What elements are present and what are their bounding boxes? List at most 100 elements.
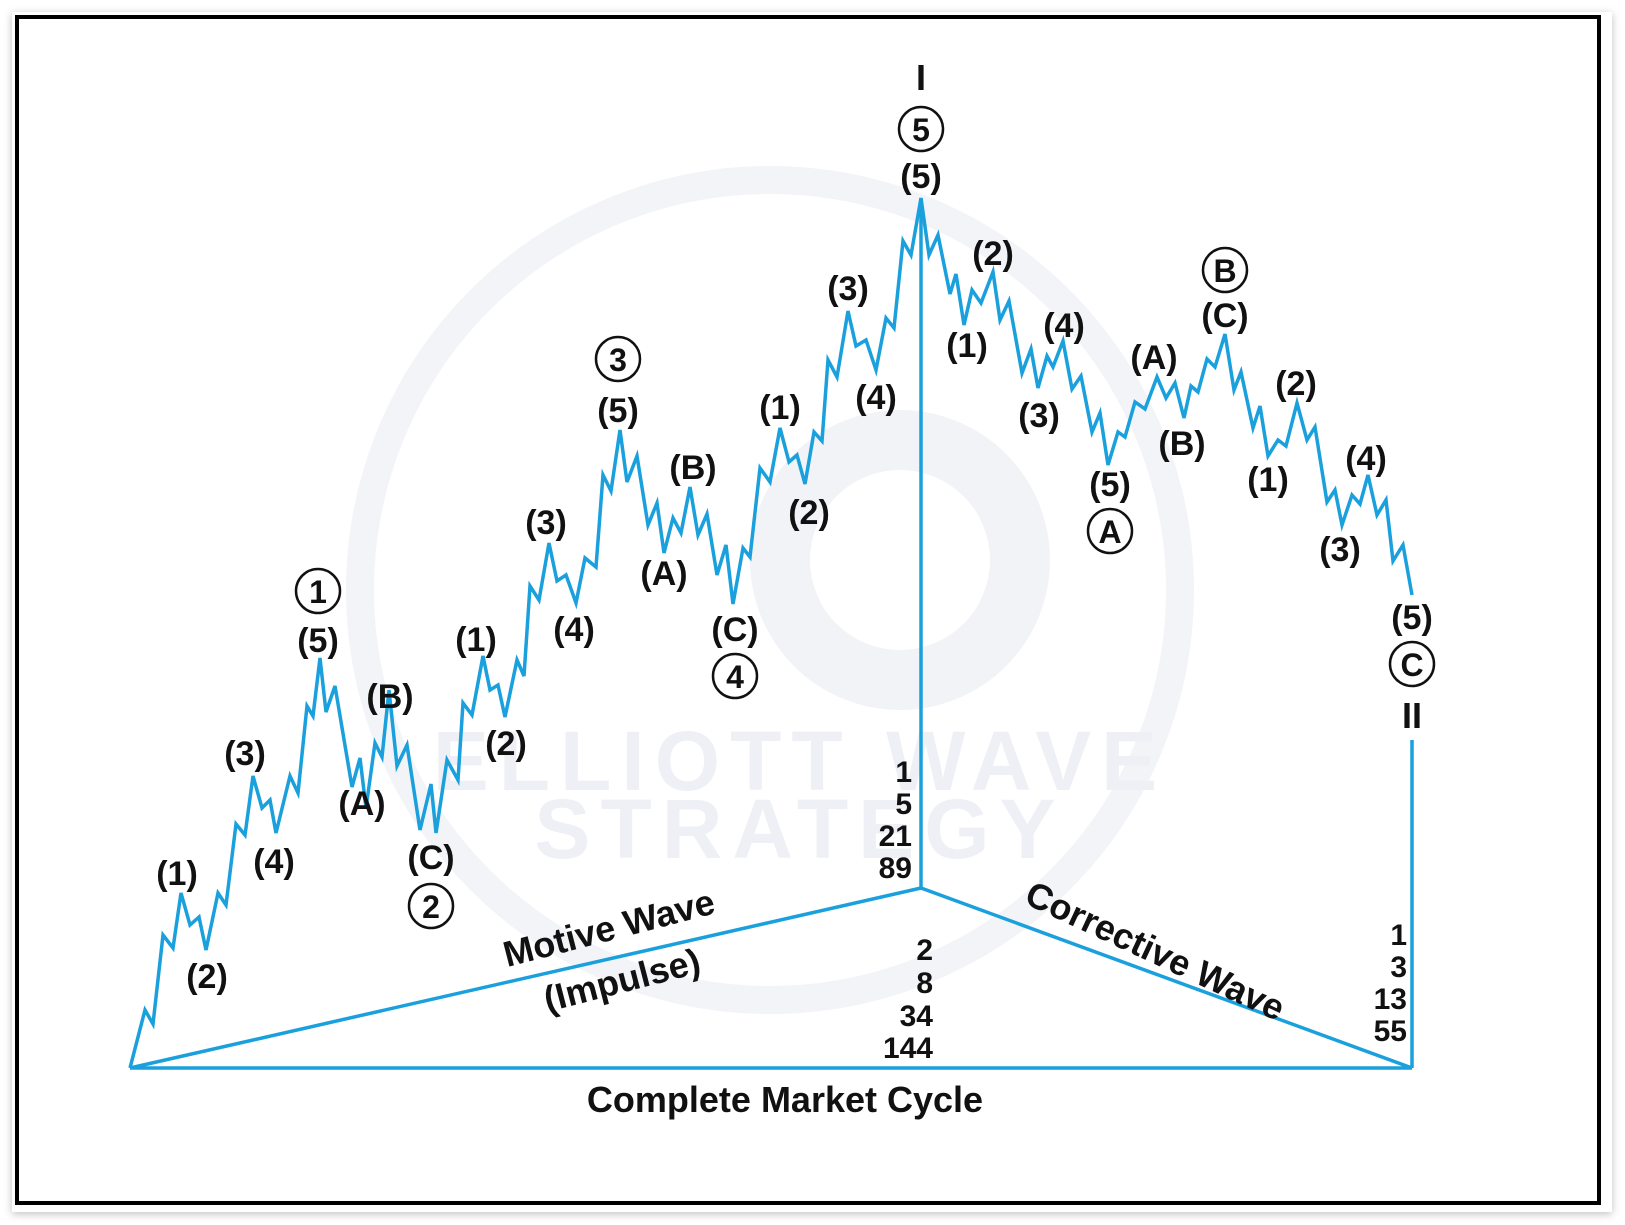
wave-label-text: (C) xyxy=(407,839,454,877)
wave-label-text: A xyxy=(1098,514,1121,550)
wave-label: (A) xyxy=(338,785,385,823)
wave-label-text: (2) xyxy=(972,235,1014,273)
wave-label-text: (B) xyxy=(1158,425,1205,463)
label-circle xyxy=(711,652,759,700)
wave-label: (A) xyxy=(1130,339,1177,377)
watermark: ELLIOTT WAVE STRATEGY xyxy=(346,166,1194,1014)
wave-label: (2) xyxy=(186,958,228,996)
wave-label: (3) xyxy=(1018,397,1060,435)
corrective-wave-label: Corrective Wave xyxy=(1019,873,1291,1029)
cycle-end-label: II xyxy=(1402,695,1422,736)
wave-label: (5) xyxy=(597,392,639,430)
wave-label-text: C xyxy=(1400,647,1423,683)
watermark-logo xyxy=(750,410,1050,710)
wave-label-text: (B) xyxy=(669,449,716,487)
wave-label-text: (4) xyxy=(1345,440,1387,478)
fib-count: 89 xyxy=(879,852,912,885)
fib-count: 8 xyxy=(916,967,933,1000)
wave-label: (5) xyxy=(1391,599,1433,637)
wave-label: (2) xyxy=(972,235,1014,273)
wave-label: (4) xyxy=(253,843,295,881)
wave-label: (4) xyxy=(553,611,595,649)
wave-label-text: (2) xyxy=(485,725,527,763)
complete-market-cycle-label: Complete Market Cycle xyxy=(587,1079,983,1120)
wave-label-text: (5) xyxy=(1391,599,1433,637)
wave-label-text: (1) xyxy=(759,389,801,427)
circled-wave-label: C xyxy=(1388,640,1436,688)
corrective-wave-line xyxy=(920,886,1413,1070)
wave-label: (1) xyxy=(1247,461,1289,499)
circled-wave-label: 4 xyxy=(711,652,759,700)
wave-label-text: (C) xyxy=(711,611,758,649)
wave-label-text: (3) xyxy=(224,735,266,773)
wave-label: (5) xyxy=(297,622,339,660)
wave-label-text: (1) xyxy=(946,327,988,365)
circled-wave-label: A xyxy=(1086,507,1134,555)
wave-label-text: (2) xyxy=(788,494,830,532)
wave-label-text: (1) xyxy=(1247,461,1289,499)
motive-wave-line xyxy=(129,886,922,1070)
label-circle xyxy=(594,335,642,383)
wave-label-text: (5) xyxy=(900,158,942,196)
fib-count: 13 xyxy=(1374,983,1407,1016)
wave-label-text: (3) xyxy=(1018,397,1060,435)
wave-label-text: (3) xyxy=(525,504,567,542)
fib-count: 2 xyxy=(916,934,933,967)
wave-label: (1) xyxy=(156,855,198,893)
wave-label-text: (5) xyxy=(597,392,639,430)
wave-label-text: (A) xyxy=(338,785,385,823)
wave-label-text: (4) xyxy=(1043,307,1085,345)
wave-label: (C) xyxy=(1201,297,1248,335)
fib-count: 144 xyxy=(883,1032,933,1065)
label-circle xyxy=(294,567,342,615)
wave-label-text: (4) xyxy=(253,843,295,881)
motive-fib-counts: 1 5 21 89 xyxy=(879,756,912,885)
wave-label-text: (5) xyxy=(297,622,339,660)
wave-labels: (1) (2) (3) (4) (5) 1 (A) (B) (C) 2 (1) (2) (3) (4) (5… xyxy=(156,105,1436,996)
fib-count: 1 xyxy=(1390,919,1407,952)
wave-label-text: (1) xyxy=(156,855,198,893)
wave-label: (2) xyxy=(1275,365,1317,403)
circled-wave-label: 1 xyxy=(294,567,342,615)
fib-count: 5 xyxy=(895,788,912,821)
cycle-triangle xyxy=(129,198,1414,1070)
label-circle xyxy=(407,882,455,930)
circled-wave-label: 5 xyxy=(897,105,945,153)
wave-label: (3) xyxy=(827,270,869,308)
cycle-peak-label: I xyxy=(916,57,926,98)
wave-label-text: (A) xyxy=(640,555,687,593)
label-circle xyxy=(1201,246,1249,294)
wave-label: (1) xyxy=(455,621,497,659)
fib-count: 34 xyxy=(900,1000,934,1033)
circled-wave-label: 2 xyxy=(407,882,455,930)
wave-label-text: (4) xyxy=(553,611,595,649)
label-circle xyxy=(1086,507,1134,555)
wave-label: (4) xyxy=(1043,307,1085,345)
wave-label: (B) xyxy=(366,678,413,716)
watermark-ring xyxy=(346,166,1194,1014)
wave-label: (2) xyxy=(485,725,527,763)
wave-label: (C) xyxy=(711,611,758,649)
corrective-wave-label-group: Corrective Wave xyxy=(1019,873,1291,1029)
wave-label-text: (3) xyxy=(1319,531,1361,569)
wave-label-text: B xyxy=(1213,253,1236,289)
wave-label: (5) xyxy=(1089,466,1131,504)
wave-label: (5) xyxy=(900,158,942,196)
wave-label-text: (A) xyxy=(1130,339,1177,377)
wave-label: (3) xyxy=(525,504,567,542)
wave-label: (B) xyxy=(669,449,716,487)
wave-label-text: 1 xyxy=(309,574,327,610)
circled-wave-label: B xyxy=(1201,246,1249,294)
wave-label: (C) xyxy=(407,839,454,877)
label-circle xyxy=(1388,640,1436,688)
wave-label: (1) xyxy=(946,327,988,365)
wave-label: (B) xyxy=(1158,425,1205,463)
wave-label-text: (2) xyxy=(1275,365,1317,403)
corrective-fib-counts: 1 3 13 55 xyxy=(1374,919,1407,1048)
wave-label-text: 4 xyxy=(726,659,744,695)
label-circle xyxy=(897,105,945,153)
wave-label-text: (C) xyxy=(1201,297,1248,335)
wave-label-text: 2 xyxy=(422,889,440,925)
circled-wave-label: 3 xyxy=(594,335,642,383)
